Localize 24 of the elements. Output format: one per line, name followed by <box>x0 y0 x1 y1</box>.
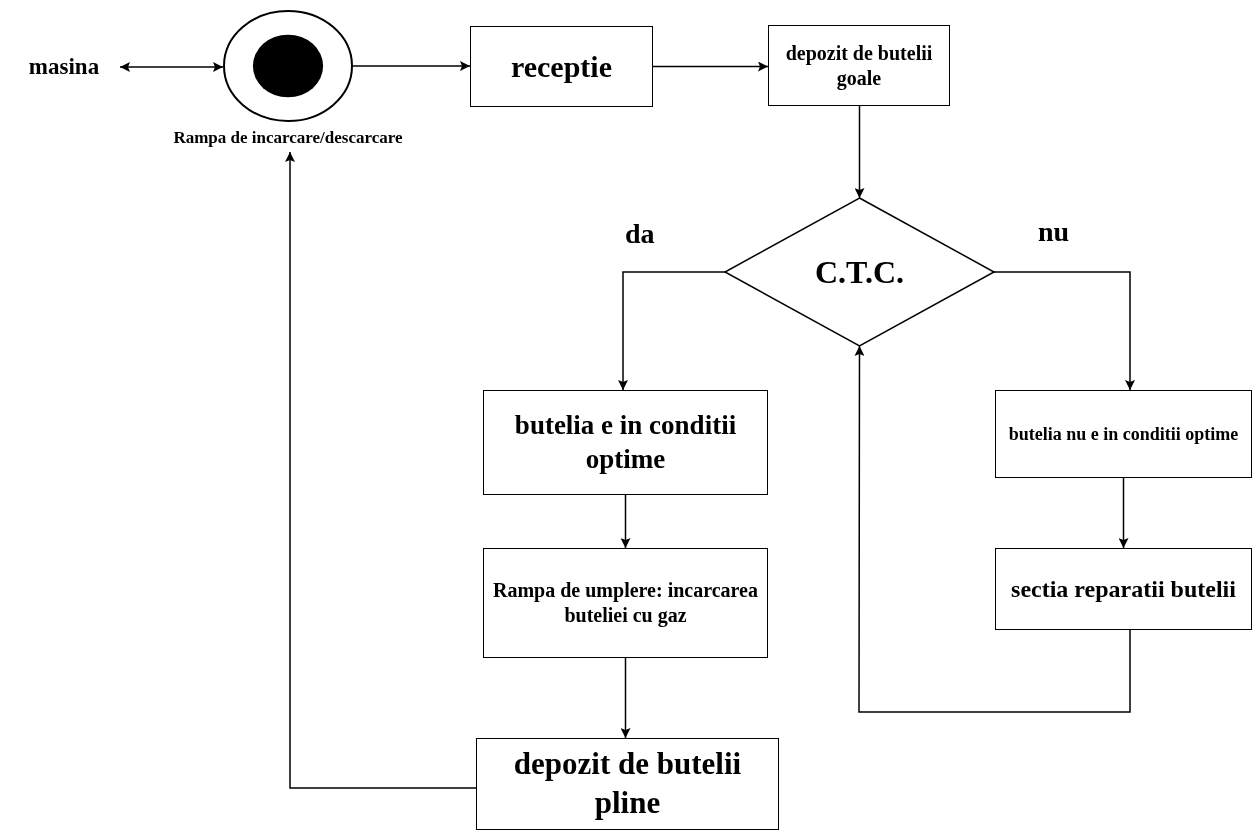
arrow <box>652 61 769 72</box>
arrow <box>352 61 471 71</box>
arrow <box>1118 477 1129 549</box>
process-box: depozit de butelii pline <box>476 738 779 830</box>
node-caption: Rampa de incarcare/descarcare <box>172 128 404 148</box>
vehicle-label: masina <box>8 50 120 84</box>
edge-label: nu <box>1038 216 1070 248</box>
process-box: depozit de butelii goale <box>768 25 950 106</box>
loading-ramp-node <box>223 10 353 122</box>
arrow <box>620 494 631 549</box>
arrow <box>618 271 726 391</box>
arrow <box>854 105 865 199</box>
arrow <box>285 151 477 789</box>
arrow <box>854 345 1131 713</box>
arrow <box>993 271 1135 391</box>
process-box: receptie <box>470 26 653 107</box>
decision-diamond: C.T.C. <box>725 198 994 346</box>
process-box: sectia reparatii butelii <box>995 548 1252 630</box>
arrow <box>119 62 224 72</box>
process-box: Rampa de umplere: incarcarea buteliei cu gaz <box>483 548 768 658</box>
process-box: butelia e in conditii optime <box>483 390 768 495</box>
process-box: butelia nu e in conditii optime <box>995 390 1252 478</box>
edge-label: da <box>625 218 655 250</box>
arrow <box>620 657 631 739</box>
